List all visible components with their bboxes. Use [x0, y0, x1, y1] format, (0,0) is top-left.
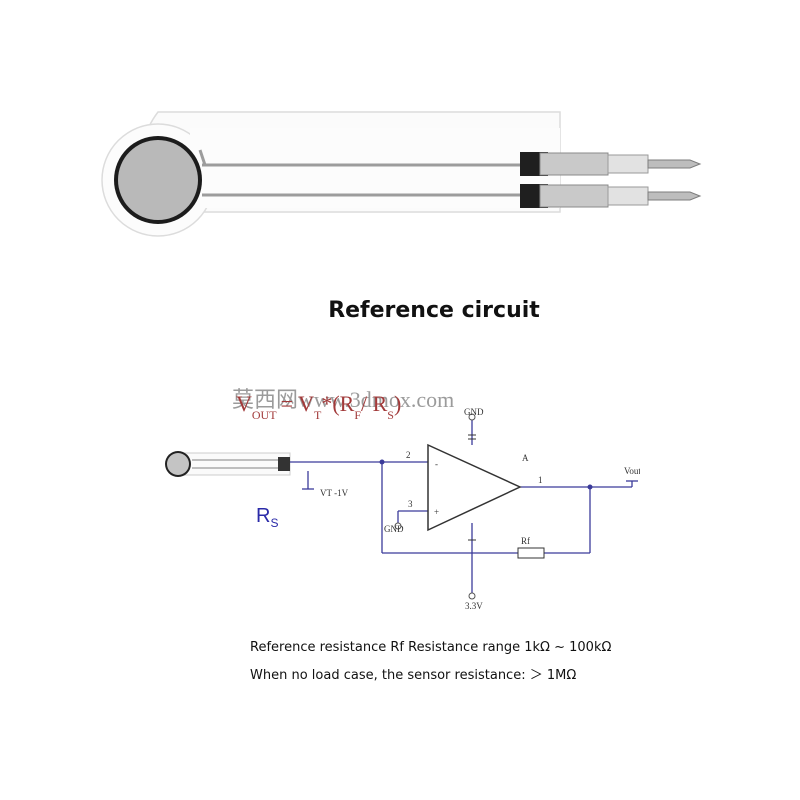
rs-label: RS [256, 505, 278, 530]
note-reference-resistance: Reference resistance Rf Resistance range… [250, 640, 612, 655]
connector-pin-bottom [520, 184, 702, 208]
plus-pin-label: + [434, 507, 439, 517]
pin3-label: 3 [408, 499, 413, 509]
connector-pin-top [520, 152, 702, 176]
gnd-top-label: GND [464, 407, 484, 417]
formula: VOUT= VT*(RF/ RS) [236, 391, 401, 422]
watermark: 莫西网www.3dmox.com [232, 387, 454, 412]
rf-resistor [517, 547, 545, 559]
vt-label: VT -1V [320, 488, 349, 498]
pin2-label: 2 [406, 450, 411, 460]
fsr-sensor-photo [101, 111, 702, 237]
rf-label: Rf [521, 536, 530, 546]
reference-circuit-diagram: 莫西网www.3dmox.com VOUT= VT*(RF/ RS) [165, 387, 640, 611]
gnd-bottom-label: GND [384, 524, 404, 534]
supply-label: 3.3V [465, 601, 483, 611]
page-title: Reference circuit [328, 298, 540, 323]
wires [290, 420, 638, 593]
mini-sensor [165, 451, 291, 477]
amp-label: A [522, 453, 529, 463]
note-sensor-resistance: When no load case, the sensor resistance… [250, 668, 577, 683]
pin1-label: 1 [538, 475, 543, 485]
vout-label: Vout [624, 466, 640, 476]
minus-pin-label: - [435, 459, 438, 469]
op-amp [427, 443, 522, 532]
